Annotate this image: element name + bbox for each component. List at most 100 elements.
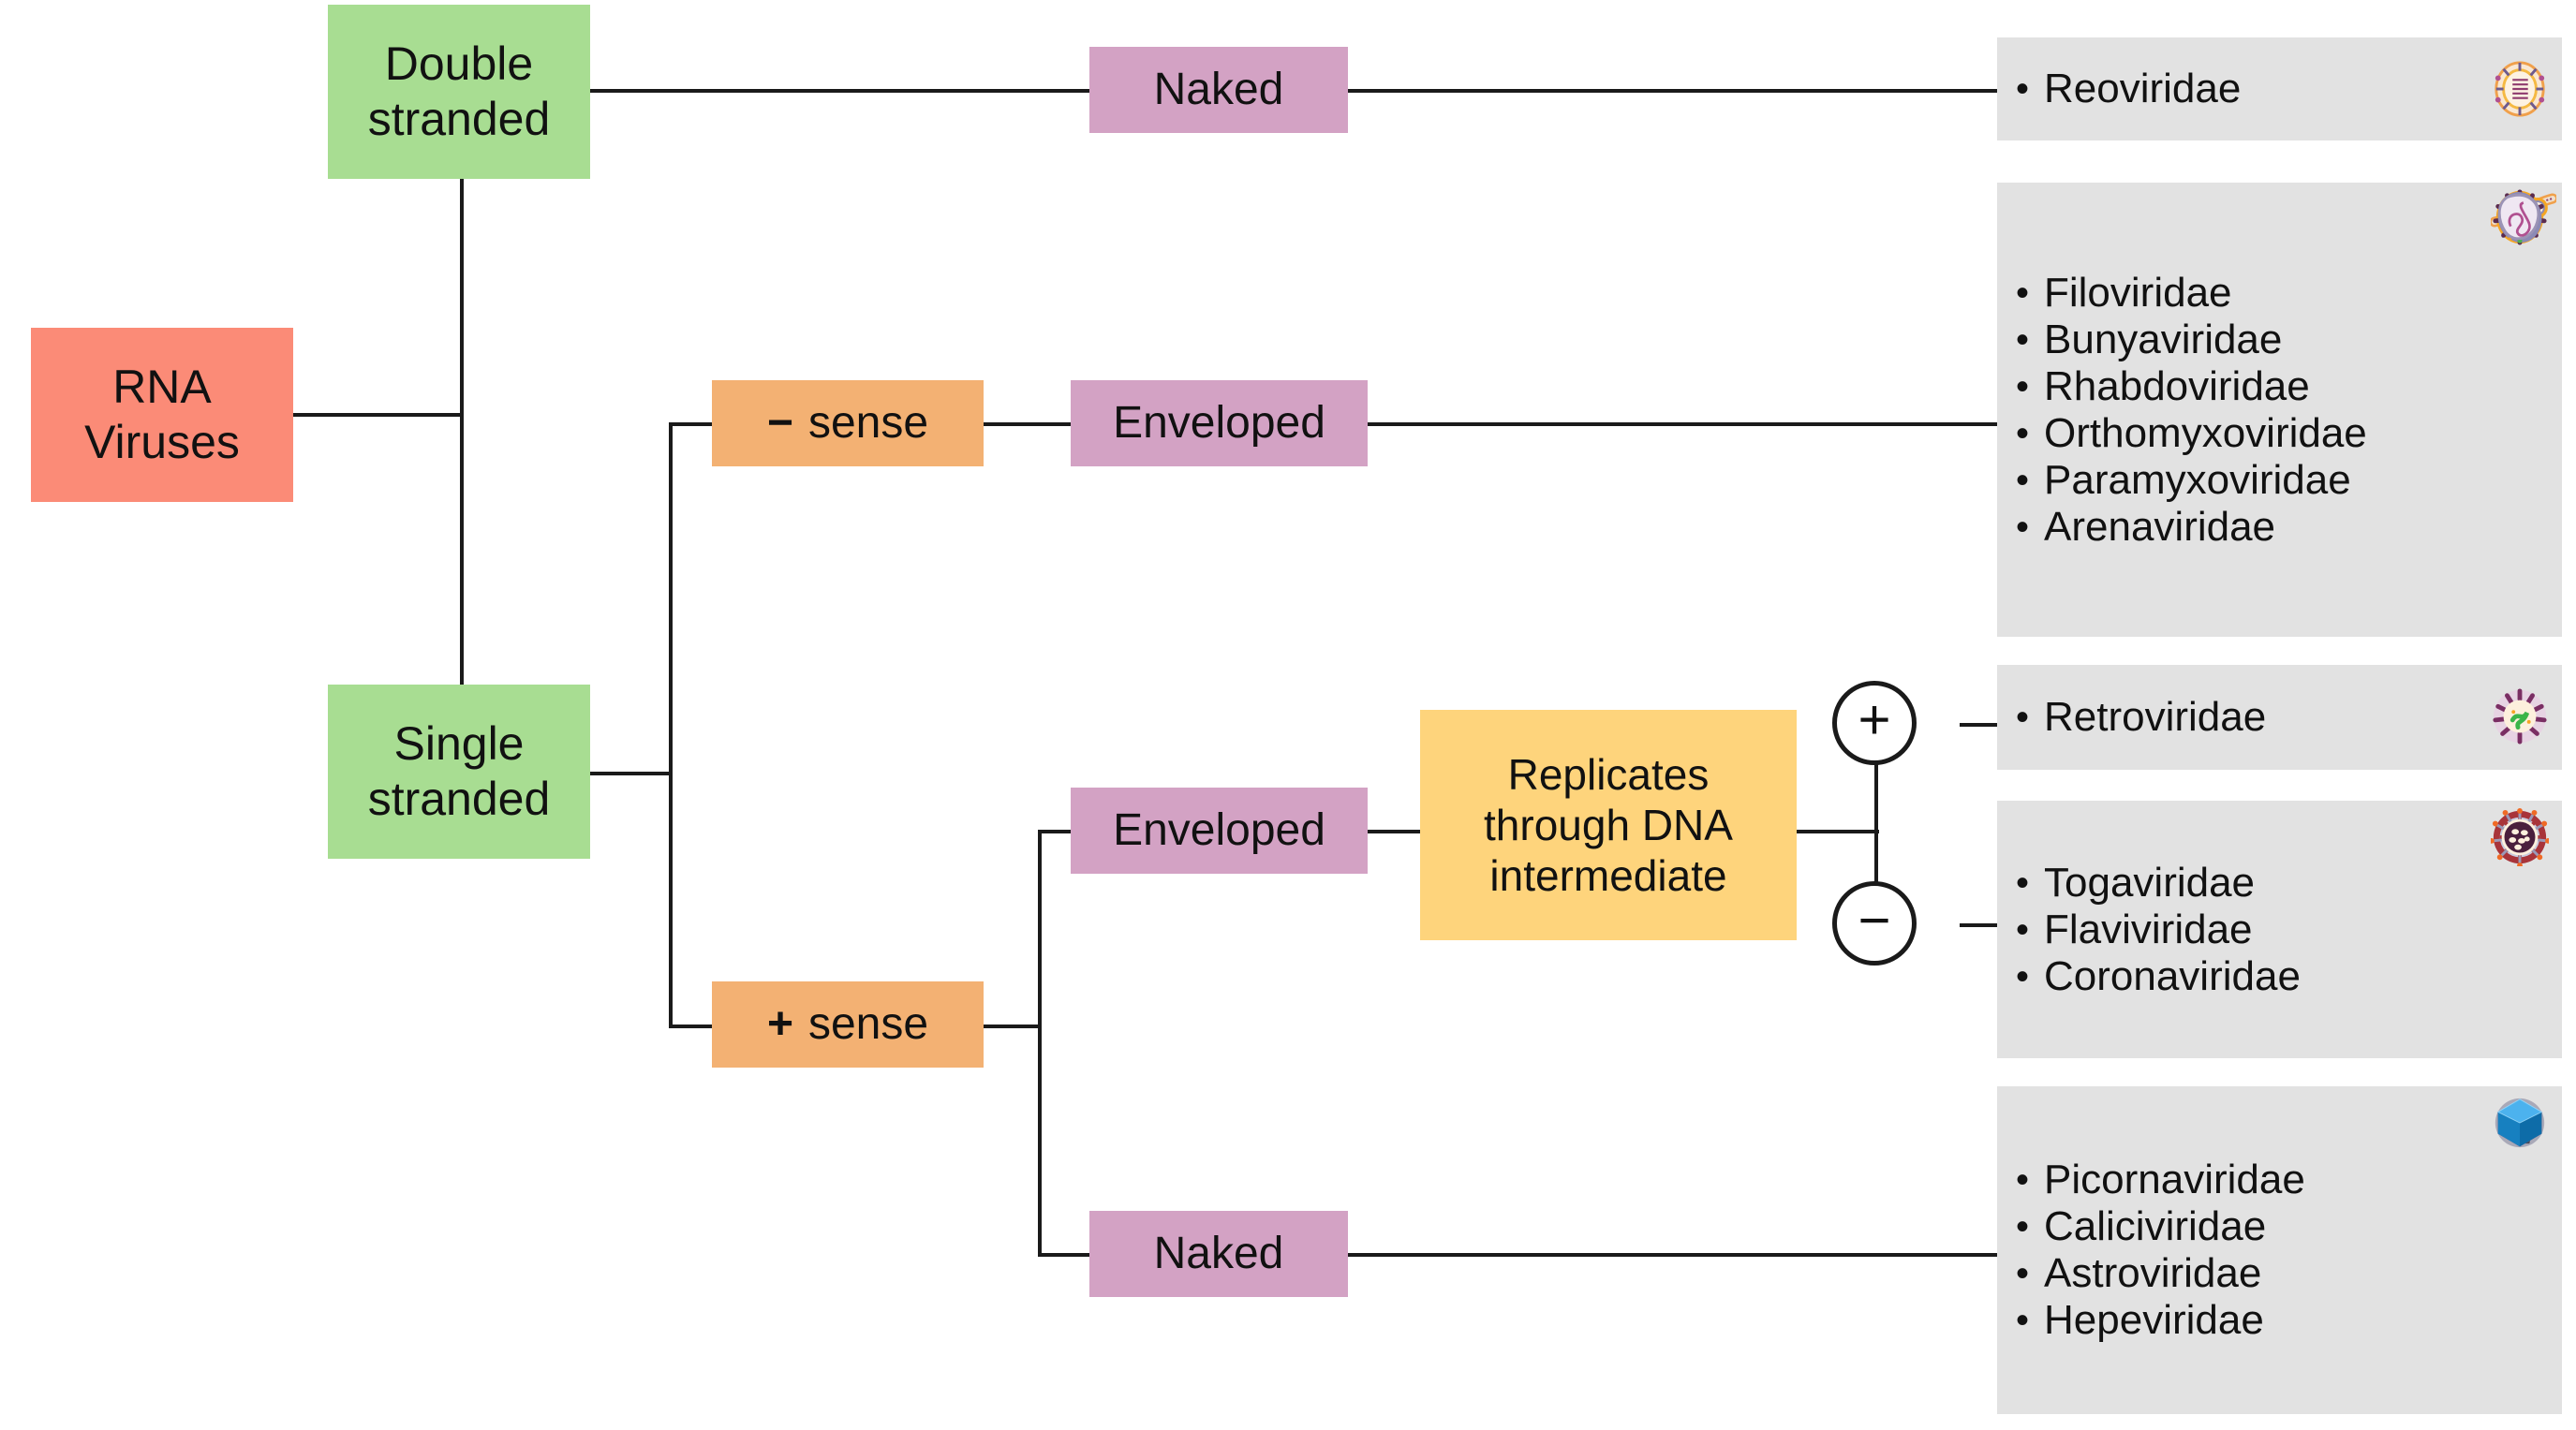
list-item[interactable]: • Astroviridae xyxy=(1997,1098,2562,1297)
family-name: Rhabdoviridae xyxy=(2044,362,2310,409)
double-stranded-line1: Double xyxy=(384,37,534,90)
hepevirus-blue-icon xyxy=(2491,1094,2549,1152)
bullet-icon: • xyxy=(2015,955,2029,997)
bullet-icon: • xyxy=(2015,459,2029,501)
line-naked-plus-to-list xyxy=(1346,1253,1998,1257)
list-minus-sense-enveloped-families: • Filoviridae • Bunyaviridae xyxy=(1997,183,2562,637)
family-name: Flaviviridae xyxy=(2044,906,2253,952)
naked-plus-label: Naked xyxy=(1153,1228,1284,1278)
line-naked-ds-to-list xyxy=(1346,89,1998,93)
node-naked-plus-sense[interactable]: Naked xyxy=(1089,1211,1348,1297)
minus-circle-glyph: − xyxy=(1858,888,1891,951)
line-to-enveloped-plus xyxy=(1038,830,1090,833)
note-line2: through DNA xyxy=(1484,800,1733,849)
line-strand-trunk xyxy=(460,176,464,774)
single-stranded-line2: stranded xyxy=(367,773,551,825)
arenavirus-icon xyxy=(2491,188,2549,246)
plus-sense-label: sense xyxy=(807,998,929,1049)
line-plus-circle-to-list xyxy=(1960,723,1999,727)
naked-ds-label: Naked xyxy=(1153,64,1284,114)
list-item[interactable]: • Orthomyxoviridae xyxy=(1997,189,2562,457)
family-name: Togaviridae xyxy=(2044,859,2256,906)
family-name: Hepeviridae xyxy=(2044,1297,2264,1343)
family-list: • Togaviridae xyxy=(1997,801,2562,1058)
family-list: • Reoviridae xyxy=(1997,37,2562,140)
line-minus-circle-to-list xyxy=(1960,923,1999,927)
list-plus-sense-naked-families: • Picornaviridae xyxy=(1997,1086,2562,1414)
bullet-icon: • xyxy=(2015,697,2029,738)
line-sense-trunk xyxy=(669,422,673,1026)
list-item[interactable]: • Caliciviridae xyxy=(1997,1098,2562,1250)
line-enveloped-minus-to-list xyxy=(1366,422,1997,426)
list-item[interactable]: • Hepeviridae xyxy=(1997,1098,2562,1344)
node-enveloped-minus-sense[interactable]: Enveloped xyxy=(1071,380,1368,466)
line-enveloped-plus-to-note xyxy=(1366,830,1422,833)
list-item[interactable]: • Bunyaviridae xyxy=(1997,190,2562,363)
list-item[interactable]: • Coronaviridae xyxy=(1997,808,2562,1000)
line-trunk-to-plus-sense xyxy=(669,1025,712,1028)
bullet-icon: • xyxy=(2015,1253,2029,1294)
line-minus-sense-to-enveloped xyxy=(982,422,1073,426)
bullet-icon: • xyxy=(2015,412,2029,454)
line-plus-sense-split xyxy=(1038,830,1042,1257)
node-plus-sense[interactable]: + sense xyxy=(712,981,984,1068)
list-item[interactable]: • Filoviridae xyxy=(1997,193,2562,317)
plus-circle-glyph: + xyxy=(1858,687,1891,751)
note-line3: intermediate xyxy=(1489,851,1727,901)
retrovirus-icon xyxy=(2491,687,2549,745)
list-item[interactable]: • Arenaviridae xyxy=(1997,193,2562,551)
list-ds-naked-families: • Reoviridae xyxy=(1997,37,2562,140)
line-ds-to-naked xyxy=(588,89,1091,93)
bullet-icon: • xyxy=(2015,1159,2029,1201)
bullet-icon: • xyxy=(2015,1300,2029,1341)
family-name: Caliciviridae xyxy=(2044,1203,2267,1249)
node-enveloped-plus-sense[interactable]: Enveloped xyxy=(1071,788,1368,874)
family-name: Picornaviridae xyxy=(2044,1157,2305,1202)
bullet-icon: • xyxy=(2015,318,2029,361)
node-single-stranded[interactable]: Single stranded xyxy=(328,685,590,859)
minus-sense-label: sense xyxy=(807,397,929,448)
enveloped-plus-label: Enveloped xyxy=(1113,804,1325,855)
plus-sign-glyph: + xyxy=(766,998,793,1049)
list-retro-families: • Retroviridae xyxy=(1997,665,2562,770)
list-item[interactable]: • Togaviridae xyxy=(1997,808,2562,907)
line-signs-vertical xyxy=(1874,764,1878,884)
enveloped-minus-label: Enveloped xyxy=(1113,397,1325,448)
family-name: Arenaviridae xyxy=(2044,503,2276,550)
family-list: • Picornaviridae xyxy=(1997,1086,2562,1414)
family-name: Retroviridae xyxy=(2044,694,2267,740)
minus-strand-circle[interactable]: − xyxy=(1832,881,1917,966)
family-name: Reoviridae xyxy=(2044,66,2242,111)
line-plus-sense-out xyxy=(982,1025,1040,1028)
note-line1: Replicates xyxy=(1507,749,1710,799)
node-double-stranded[interactable]: Double stranded xyxy=(328,5,590,179)
plus-strand-circle[interactable]: + xyxy=(1832,681,1917,765)
node-rna-viruses[interactable]: RNA Viruses xyxy=(31,328,293,502)
bullet-icon: • xyxy=(2015,365,2029,407)
list-item[interactable]: • Paramyxoviridae xyxy=(1997,192,2562,504)
family-name: Filoviridae xyxy=(2044,269,2232,316)
reovirus-icon xyxy=(2491,60,2549,118)
bullet-icon: • xyxy=(2015,1206,2029,1247)
node-minus-sense[interactable]: −sense xyxy=(712,380,984,466)
family-name: Astroviridae xyxy=(2044,1250,2262,1296)
list-plus-sense-enveloped-families: • Togaviridae xyxy=(1997,801,2562,1058)
rna-viruses-line2: Viruses xyxy=(84,416,240,468)
list-item[interactable]: • Retroviridae xyxy=(1997,688,2562,744)
coronavirus-icon xyxy=(2489,808,2551,868)
family-name: Orthomyxoviridae xyxy=(2044,409,2367,456)
minus-sign-glyph: − xyxy=(766,397,793,448)
list-item[interactable]: • Rhabdoviridae xyxy=(1997,198,2562,410)
list-item[interactable]: • Flaviviridae xyxy=(1997,810,2562,953)
node-replicates-dna-intermediate[interactable]: Replicates through DNA intermediate xyxy=(1420,710,1797,940)
line-root-to-trunk xyxy=(293,413,464,417)
line-ss-to-trunk2 xyxy=(588,772,673,775)
list-item[interactable]: • Picornaviridae xyxy=(1997,1098,2562,1203)
bullet-icon: • xyxy=(2015,908,2029,951)
bullet-icon: • xyxy=(2015,68,2029,110)
list-item[interactable]: • Reoviridae xyxy=(1997,61,2562,117)
family-list: • Filoviridae • Bunyaviridae xyxy=(1997,183,2562,637)
double-stranded-line2: stranded xyxy=(367,93,551,145)
node-naked-double-stranded[interactable]: Naked xyxy=(1089,47,1348,133)
bullet-icon: • xyxy=(2015,272,2029,314)
